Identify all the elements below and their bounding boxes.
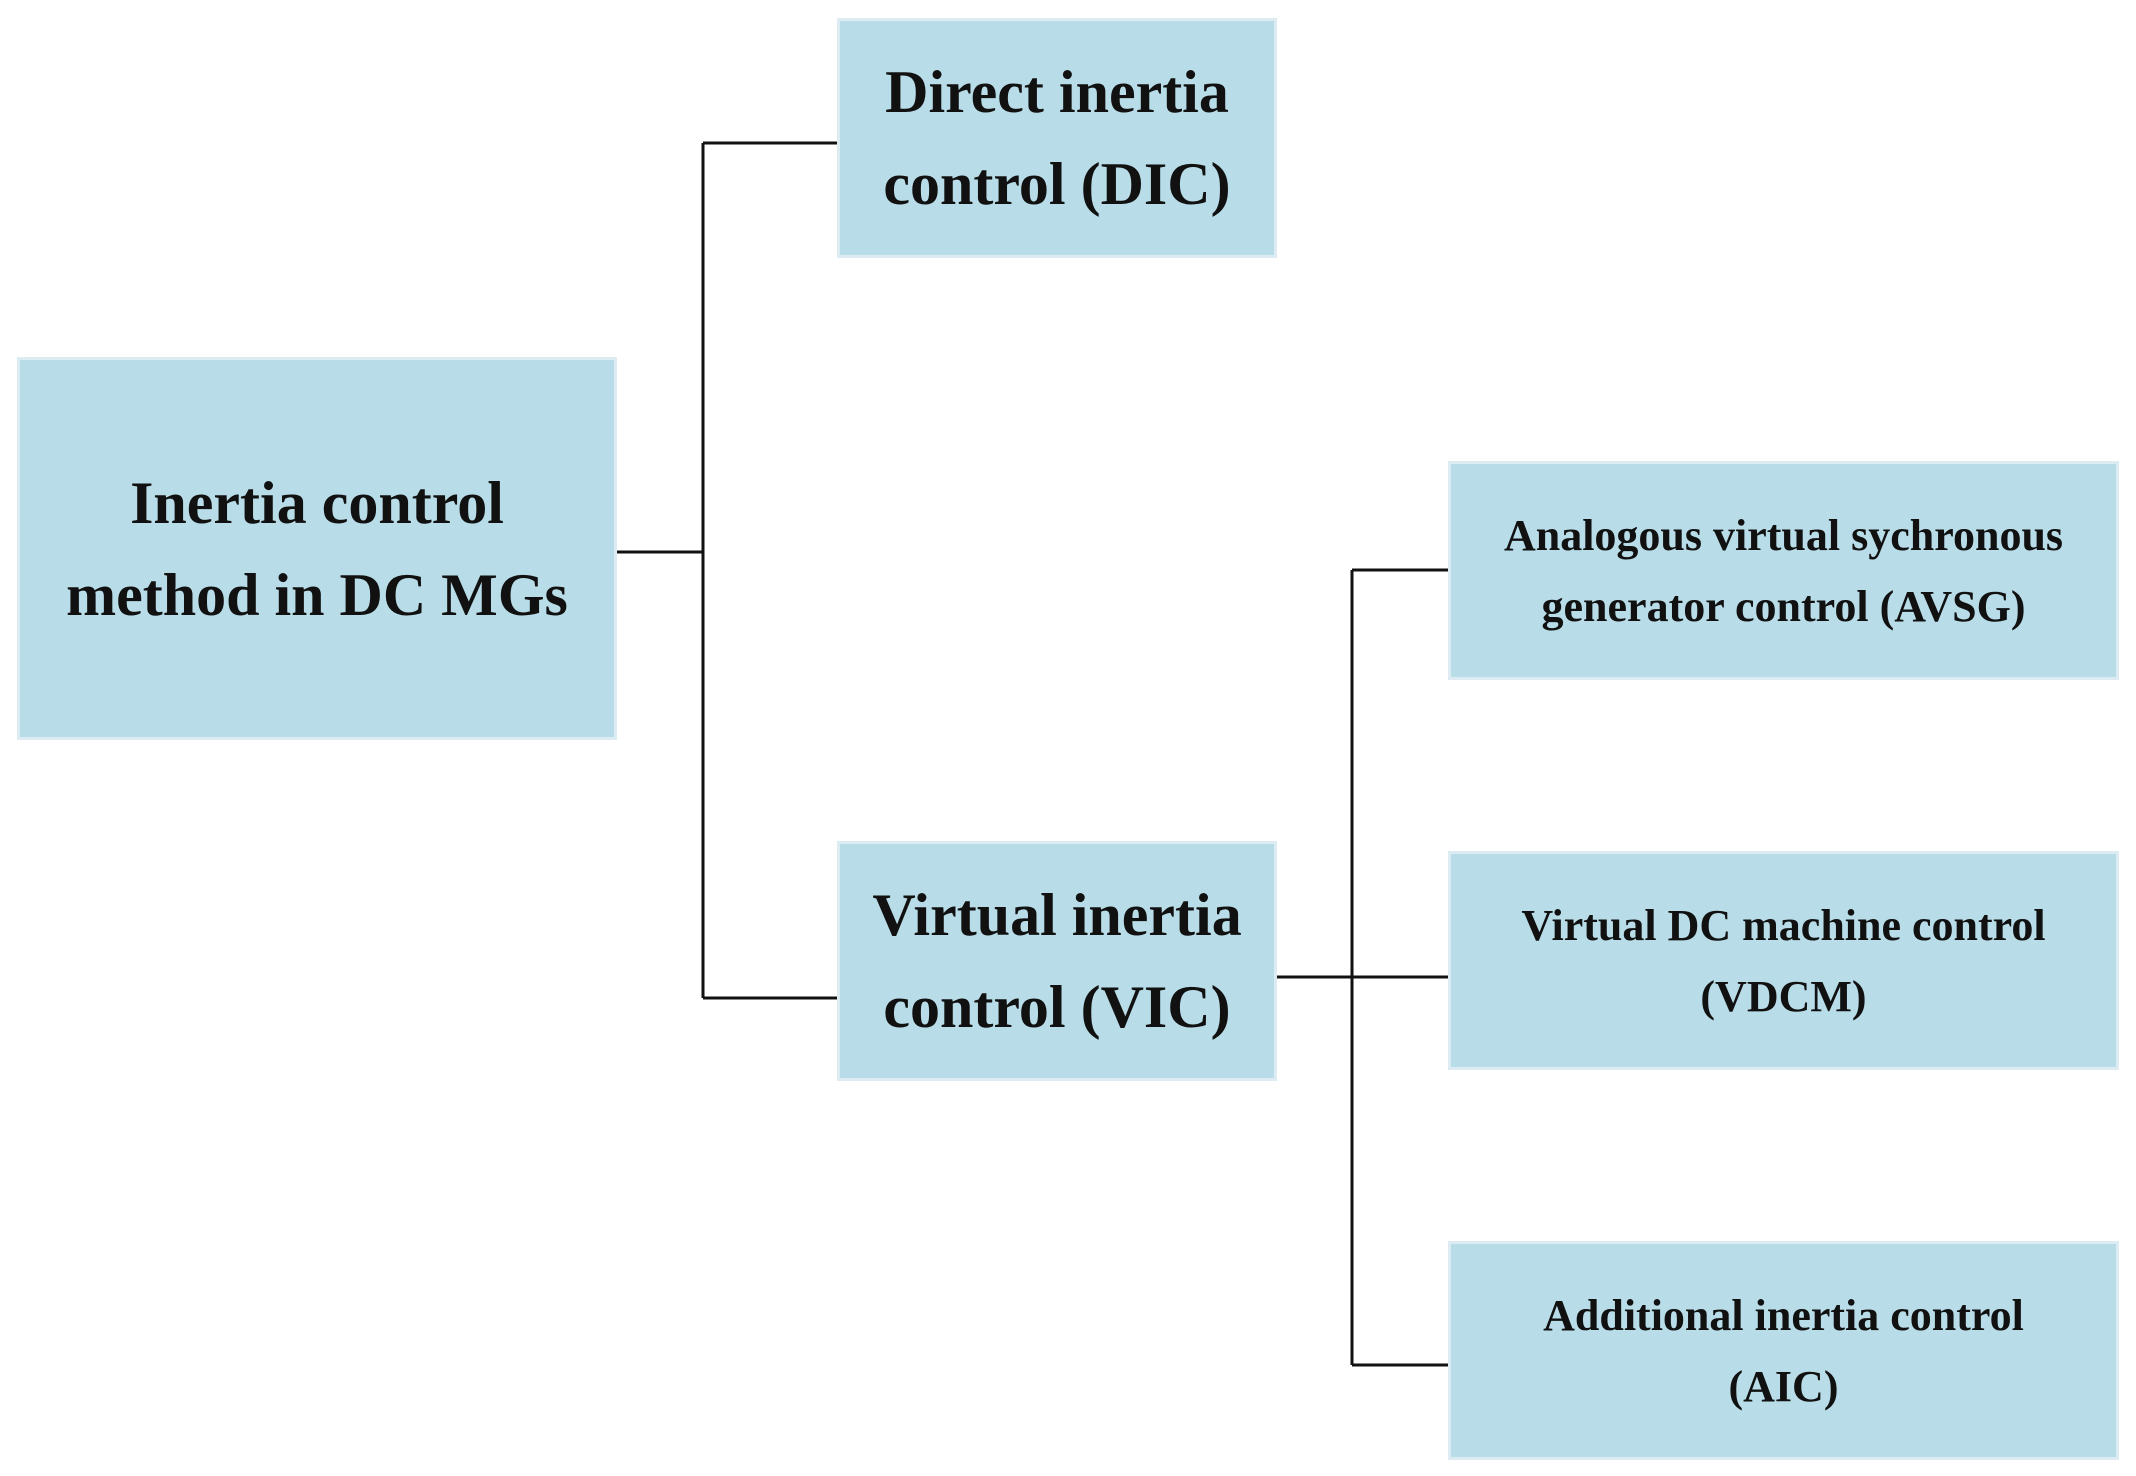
node-aic-label: Additional inertia control (AIC) bbox=[1543, 1290, 2024, 1411]
node-dic: Direct inertia control (DIC) bbox=[837, 18, 1277, 258]
node-vdcm-label: Virtual DC machine control (VDCM) bbox=[1521, 900, 2046, 1021]
node-vic-label: Virtual inertia control (VIC) bbox=[872, 882, 1242, 1040]
node-dic-label: Direct inertia control (DIC) bbox=[883, 59, 1231, 217]
node-avsg-label: Analogous virtual sychronous generator c… bbox=[1503, 510, 2064, 631]
node-root-label: Inertia control method in DC MGs bbox=[66, 469, 568, 628]
node-aic: Additional inertia control (AIC) bbox=[1448, 1241, 2119, 1460]
node-avsg: Analogous virtual sychronous generator c… bbox=[1448, 461, 2119, 680]
node-vdcm: Virtual DC machine control (VDCM) bbox=[1448, 851, 2119, 1070]
node-root: Inertia control method in DC MGs bbox=[17, 357, 617, 740]
node-vic: Virtual inertia control (VIC) bbox=[837, 841, 1277, 1081]
